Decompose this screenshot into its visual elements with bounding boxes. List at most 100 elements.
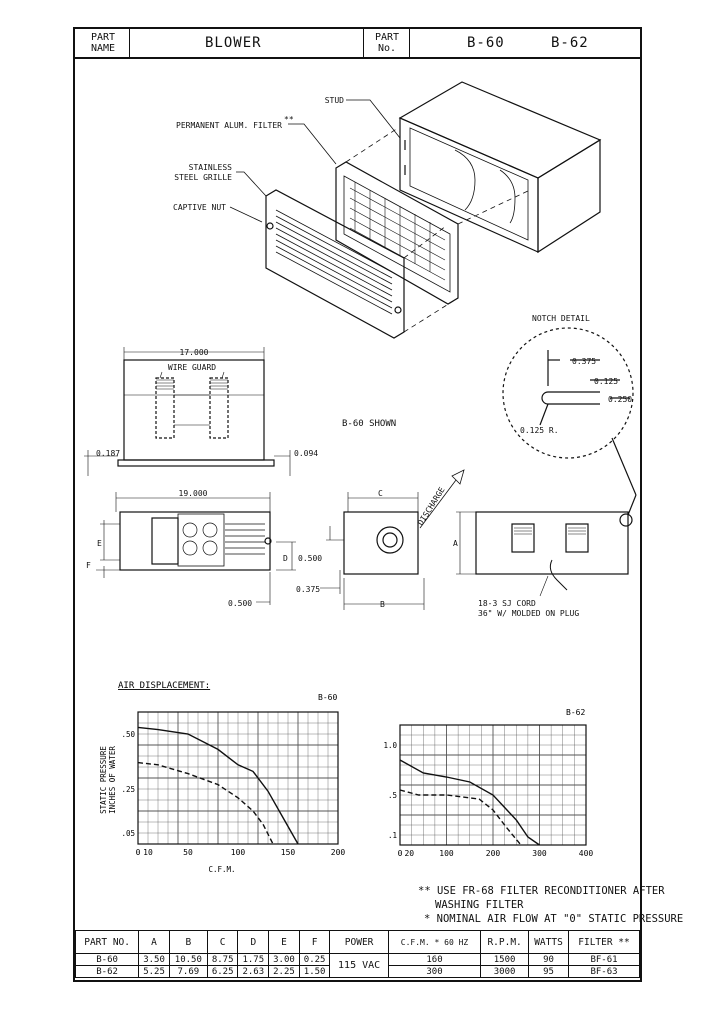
x-tick-label: 100: [231, 848, 246, 857]
header-cell: WATTS: [527, 930, 570, 954]
x-tick-label: 20: [404, 849, 414, 858]
ylabel-2: INCHES OF WATER: [108, 746, 117, 814]
plot-frame: [137, 711, 339, 845]
filter-mark: **: [284, 115, 294, 124]
series-line-dashed: [399, 789, 522, 846]
plot-frame: [399, 724, 587, 846]
side-view: [320, 469, 465, 610]
x-tick-label: 400: [579, 849, 594, 858]
x-tick-label: 50: [183, 848, 193, 857]
spec-table: PART NO. A B C D E F POWER C.F.M. * 60 H…: [74, 930, 640, 978]
dim-f: F: [86, 561, 91, 570]
table-row: B-62 5.25 7.69 6.25 2.63 2.25 1.50 300 3…: [74, 965, 640, 978]
cord-label-1: 18-3 SJ CORD: [478, 599, 536, 608]
table-cell: 5.25: [138, 965, 170, 978]
table-cell: B-62: [74, 965, 140, 978]
note-2: WASHING FILTER: [435, 899, 524, 911]
part-name: BLOWER: [205, 35, 262, 51]
ylabel-1: STATIC PRESSURE: [99, 746, 108, 814]
table-cell: 1.75: [237, 953, 270, 966]
dim-a: A: [453, 539, 458, 548]
table-cell: 90: [527, 953, 570, 966]
part-name-label: PART NAME: [90, 32, 116, 54]
notch-dim-3: 0.250: [608, 395, 632, 404]
note-3: * NOMINAL AIR FLOW AT "0" STATIC PRESSUR…: [424, 913, 684, 925]
grille-iso: [265, 189, 405, 339]
filter-label: PERMANENT ALUM. FILTER: [176, 121, 282, 130]
table-cell: 95: [527, 965, 570, 978]
y-tick-label: 1.0: [383, 741, 397, 750]
x-tick-label: 200: [331, 848, 346, 857]
dim-375: 0.375: [296, 585, 320, 594]
y-tick-label: .1: [388, 831, 397, 840]
table-cell: 6.25: [206, 965, 239, 978]
x-tick-label: 0: [136, 848, 141, 857]
blower-housing-iso: [398, 81, 602, 254]
grille-label-2: STEEL GRILLE: [174, 173, 232, 182]
table-cell: 160: [387, 953, 482, 966]
table-cell: 1500: [480, 953, 529, 966]
shown-label: B-60 SHOWN: [342, 419, 396, 429]
captive-nut-label: CAPTIVE NUT: [173, 203, 226, 212]
grille-label-1: STAINLESS: [189, 163, 233, 172]
chart-title: B-62: [566, 708, 585, 717]
chart-title: B-60: [318, 693, 337, 702]
table-cell: BF-63: [568, 965, 640, 978]
x-tick-label: 10: [143, 848, 153, 857]
y-tick-label: .50: [121, 730, 135, 739]
header-cell: A: [138, 930, 170, 954]
top-width-dim: 17.000: [180, 348, 209, 357]
header-cell: POWER: [329, 930, 389, 954]
rear-view: [456, 511, 633, 597]
notch-dim-2: 0.125: [594, 377, 618, 386]
header-cell: D: [237, 930, 270, 954]
header-cell: B: [168, 930, 208, 954]
table-cell: 3000: [480, 965, 529, 978]
part-no-1: B-60: [467, 35, 505, 51]
series-line-dashed: [137, 761, 274, 845]
table-cell: 0.25: [298, 953, 331, 966]
discharge-label: DISCHARGE: [416, 485, 447, 527]
table-cell: 3.50: [138, 953, 170, 966]
top-left-dim: 0.187: [96, 449, 120, 458]
dim-e: E: [97, 539, 102, 548]
dim-b: B: [380, 600, 385, 609]
table-cell: 7.69: [168, 965, 208, 978]
dim-d: D: [283, 554, 288, 563]
x-tick-label: 100: [439, 849, 454, 858]
table-cell: B-60: [74, 953, 140, 966]
table-header-row: PART NO. A B C D E F POWER C.F.M. * 60 H…: [74, 930, 640, 954]
dim-c: C: [378, 489, 383, 498]
cord-label-2: 36" W/ MOLDED ON PLUG: [478, 609, 579, 618]
title-block: PART NAME BLOWER PART No. B-60 B-62: [75, 29, 640, 59]
dim-500-side: 0.500: [298, 554, 322, 563]
filter-iso: [335, 161, 459, 305]
power-cell: 115 VAC: [329, 953, 389, 978]
notch-detail: [502, 327, 637, 516]
table-cell: 10.50: [168, 953, 208, 966]
x-tick-label: 300: [532, 849, 547, 858]
table-cell: 2.63: [237, 965, 270, 978]
x-tick-label: 0: [398, 849, 403, 858]
notch-detail-title: NOTCH DETAIL: [532, 314, 590, 323]
y-tick-label: .5: [388, 791, 397, 800]
header-cell: PART NO.: [74, 930, 140, 954]
notch-radius: 0.125 R.: [520, 426, 559, 435]
series-line-solid: [137, 726, 299, 845]
top-right-dim: 0.094: [294, 449, 318, 458]
table-row: B-60 3.50 10.50 8.75 1.75 3.00 0.25 115 …: [74, 953, 640, 978]
notch-dim-1: 0.375: [572, 357, 596, 366]
note-1: ** USE FR-68 FILTER RECONDITIONER AFTER: [418, 885, 665, 897]
table-cell: 3.00: [268, 953, 300, 966]
y-tick-label: .05: [121, 829, 135, 838]
wire-guard-label: WIRE GUARD: [168, 363, 216, 372]
part-no-label: PART No.: [374, 32, 400, 54]
dim-500-front: 0.500: [228, 599, 252, 608]
header-cell: F: [298, 930, 331, 954]
part-no-2: B-62: [551, 35, 589, 51]
header-cell: C: [206, 930, 239, 954]
series-line-solid: [399, 759, 540, 846]
